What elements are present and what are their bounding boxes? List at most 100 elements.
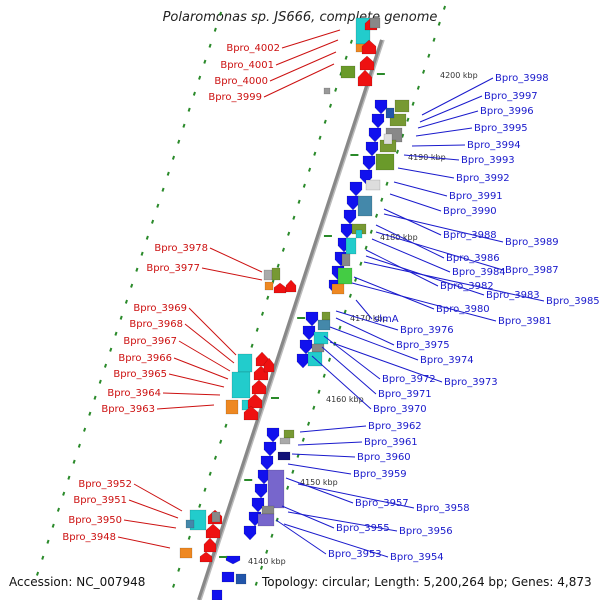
left-inner-guide-dash xyxy=(334,87,338,92)
gene-label-forward[interactable]: Bpro_3981 xyxy=(498,316,552,327)
gene-label-forward[interactable]: Bpro_3991 xyxy=(449,191,503,202)
right-inner-guide-dash xyxy=(432,37,436,42)
gene-label-forward[interactable]: Bpro_3992 xyxy=(456,173,510,184)
label-leader-reverse xyxy=(128,499,179,519)
gene-label-reverse[interactable]: Bpro_3968 xyxy=(129,319,183,330)
right-inner-guide-dash xyxy=(442,5,447,10)
gene-label-forward[interactable]: Bpro_3994 xyxy=(467,140,521,151)
gene-label-forward[interactable]: Bpro_3961 xyxy=(364,437,418,448)
gene-label-reverse[interactable]: Bpro_3948 xyxy=(62,532,116,543)
gene-block-blue xyxy=(385,107,395,119)
label-leader-reverse xyxy=(178,340,231,372)
gene-label-forward[interactable]: Bpro_3973 xyxy=(444,377,498,388)
gene-block-gray xyxy=(211,511,221,523)
gene-label-forward[interactable]: Bpro_3960 xyxy=(357,452,411,463)
gene-label-forward[interactable]: Bpro_3957 xyxy=(355,498,409,509)
right-inner-guide-dash xyxy=(270,533,274,538)
gene-label-reverse[interactable]: Bpro_3952 xyxy=(78,479,132,490)
gene-label-reverse[interactable]: Bpro_3965 xyxy=(113,369,167,380)
gene-label-forward[interactable]: Bpro_3971 xyxy=(378,389,432,400)
label-leader-reverse xyxy=(123,519,177,529)
label-leader-reverse xyxy=(188,307,237,356)
gene-label-forward[interactable]: Bpro_3955 xyxy=(336,523,390,534)
gene-block-orange xyxy=(264,281,274,291)
gene-arrow-reverse xyxy=(361,39,377,55)
gene-label-forward[interactable]: Bpro_3959 xyxy=(353,469,407,480)
left-outer-guide-dash xyxy=(151,219,155,224)
label-leader-forward xyxy=(297,441,363,446)
gene-arrow-reverse xyxy=(357,69,373,87)
gene-label-forward[interactable]: Bpro_3988 xyxy=(443,230,497,241)
gene-label-forward[interactable]: Bpro_3956 xyxy=(399,526,453,537)
gene-label-forward[interactable]: slmA xyxy=(374,314,399,325)
gene-block-cyan xyxy=(345,237,357,255)
gene-block-olive xyxy=(375,153,395,171)
gene-label-reverse[interactable]: Bpro_4000 xyxy=(214,76,268,87)
gene-label-forward[interactable]: Bpro_3980 xyxy=(436,304,490,315)
left-inner-guide-dash xyxy=(318,135,322,140)
gene-label-forward[interactable]: Bpro_3962 xyxy=(368,421,422,432)
gene-label-forward[interactable]: Bpro_3990 xyxy=(443,206,497,217)
label-leader-reverse xyxy=(281,29,341,49)
gene-block-steel xyxy=(357,195,373,217)
gene-label-forward[interactable]: Bpro_3983 xyxy=(486,290,540,301)
gene-label-forward[interactable]: Bpro_3958 xyxy=(416,503,470,514)
gene-arrow-forward xyxy=(266,427,280,443)
gene-label-reverse[interactable]: Bpro_3963 xyxy=(101,404,155,415)
gene-label-reverse[interactable]: Bpro_3967 xyxy=(123,336,177,347)
left-inner-guide-dash xyxy=(349,39,353,44)
left-outer-guide-dash xyxy=(88,411,92,416)
gene-label-reverse[interactable]: Bpro_3950 xyxy=(68,515,122,526)
gene-label-forward[interactable]: Bpro_3975 xyxy=(396,340,450,351)
gene-label-reverse[interactable]: Bpro_3999 xyxy=(208,92,262,103)
gene-label-reverse[interactable]: Bpro_4002 xyxy=(226,43,280,54)
gene-label-forward[interactable]: Bpro_3974 xyxy=(420,355,474,366)
gene-label-reverse[interactable]: Bpro_3966 xyxy=(118,353,172,364)
gene-block-gray xyxy=(263,269,273,281)
gene-label-forward[interactable]: Bpro_3996 xyxy=(480,106,534,117)
gene-label-forward[interactable]: Bpro_3987 xyxy=(505,265,559,276)
gene-arrow-forward xyxy=(362,155,376,171)
left-outer-guide-dash xyxy=(177,139,181,144)
gene-label-forward[interactable]: Bpro_3997 xyxy=(484,91,538,102)
right-inner-guide-dash xyxy=(259,565,264,570)
gene-label-forward[interactable]: Bpro_3982 xyxy=(440,281,494,292)
left-inner-guide-dash xyxy=(260,311,265,316)
left-outer-guide-dash xyxy=(62,491,66,496)
gene-label-forward[interactable]: Bpro_3972 xyxy=(382,374,436,385)
gene-block-lightgray xyxy=(383,133,393,145)
left-inner-guide-dash xyxy=(292,215,296,220)
gene-arrow-forward xyxy=(299,339,313,355)
gene-label-forward[interactable]: Bpro_3953 xyxy=(328,549,382,560)
gene-label-reverse[interactable]: Bpro_3977 xyxy=(146,263,200,274)
gene-label-forward[interactable]: Bpro_3986 xyxy=(446,253,500,264)
gene-label-forward[interactable]: Bpro_3984 xyxy=(452,267,506,278)
gene-label-reverse[interactable]: Bpro_4001 xyxy=(220,60,274,71)
gene-label-forward[interactable]: Bpro_3970 xyxy=(373,404,427,415)
label-leader-reverse xyxy=(133,483,183,512)
left-inner-guide-dash xyxy=(313,151,317,156)
left-inner-guide-dash xyxy=(198,503,202,508)
gene-label-forward[interactable]: Bpro_3998 xyxy=(495,73,549,84)
gene-label-forward[interactable]: Bpro_3976 xyxy=(400,325,454,336)
right-inner-guide-dash xyxy=(291,469,295,474)
left-outer-guide-dash xyxy=(213,27,217,32)
gene-label-forward[interactable]: Bpro_3993 xyxy=(461,155,515,166)
gene-label-forward[interactable]: Bpro_3985 xyxy=(546,296,600,307)
gene-label-reverse[interactable]: Bpro_3951 xyxy=(73,495,127,506)
label-leader-forward xyxy=(351,282,497,322)
gene-label-reverse[interactable]: Bpro_3964 xyxy=(107,388,161,399)
scale-label: 4180 kbp xyxy=(380,233,418,242)
label-leader-reverse xyxy=(117,536,171,549)
gene-label-reverse[interactable]: Bpro_3969 xyxy=(133,303,187,314)
left-outer-guide-dash xyxy=(161,187,165,192)
accession-text: Accession: NC_007948 xyxy=(9,575,146,589)
gene-label-reverse[interactable]: Bpro_3978 xyxy=(154,243,208,254)
gene-arrow-forward xyxy=(296,353,310,369)
gene-label-forward[interactable]: Bpro_3995 xyxy=(474,123,528,134)
left-inner-guide-dash xyxy=(276,263,280,268)
gene-block-steel xyxy=(317,319,331,331)
gene-label-forward[interactable]: Bpro_3954 xyxy=(390,552,444,563)
gene-label-forward[interactable]: Bpro_3989 xyxy=(505,237,559,248)
left-outer-guide-dash xyxy=(98,379,102,384)
